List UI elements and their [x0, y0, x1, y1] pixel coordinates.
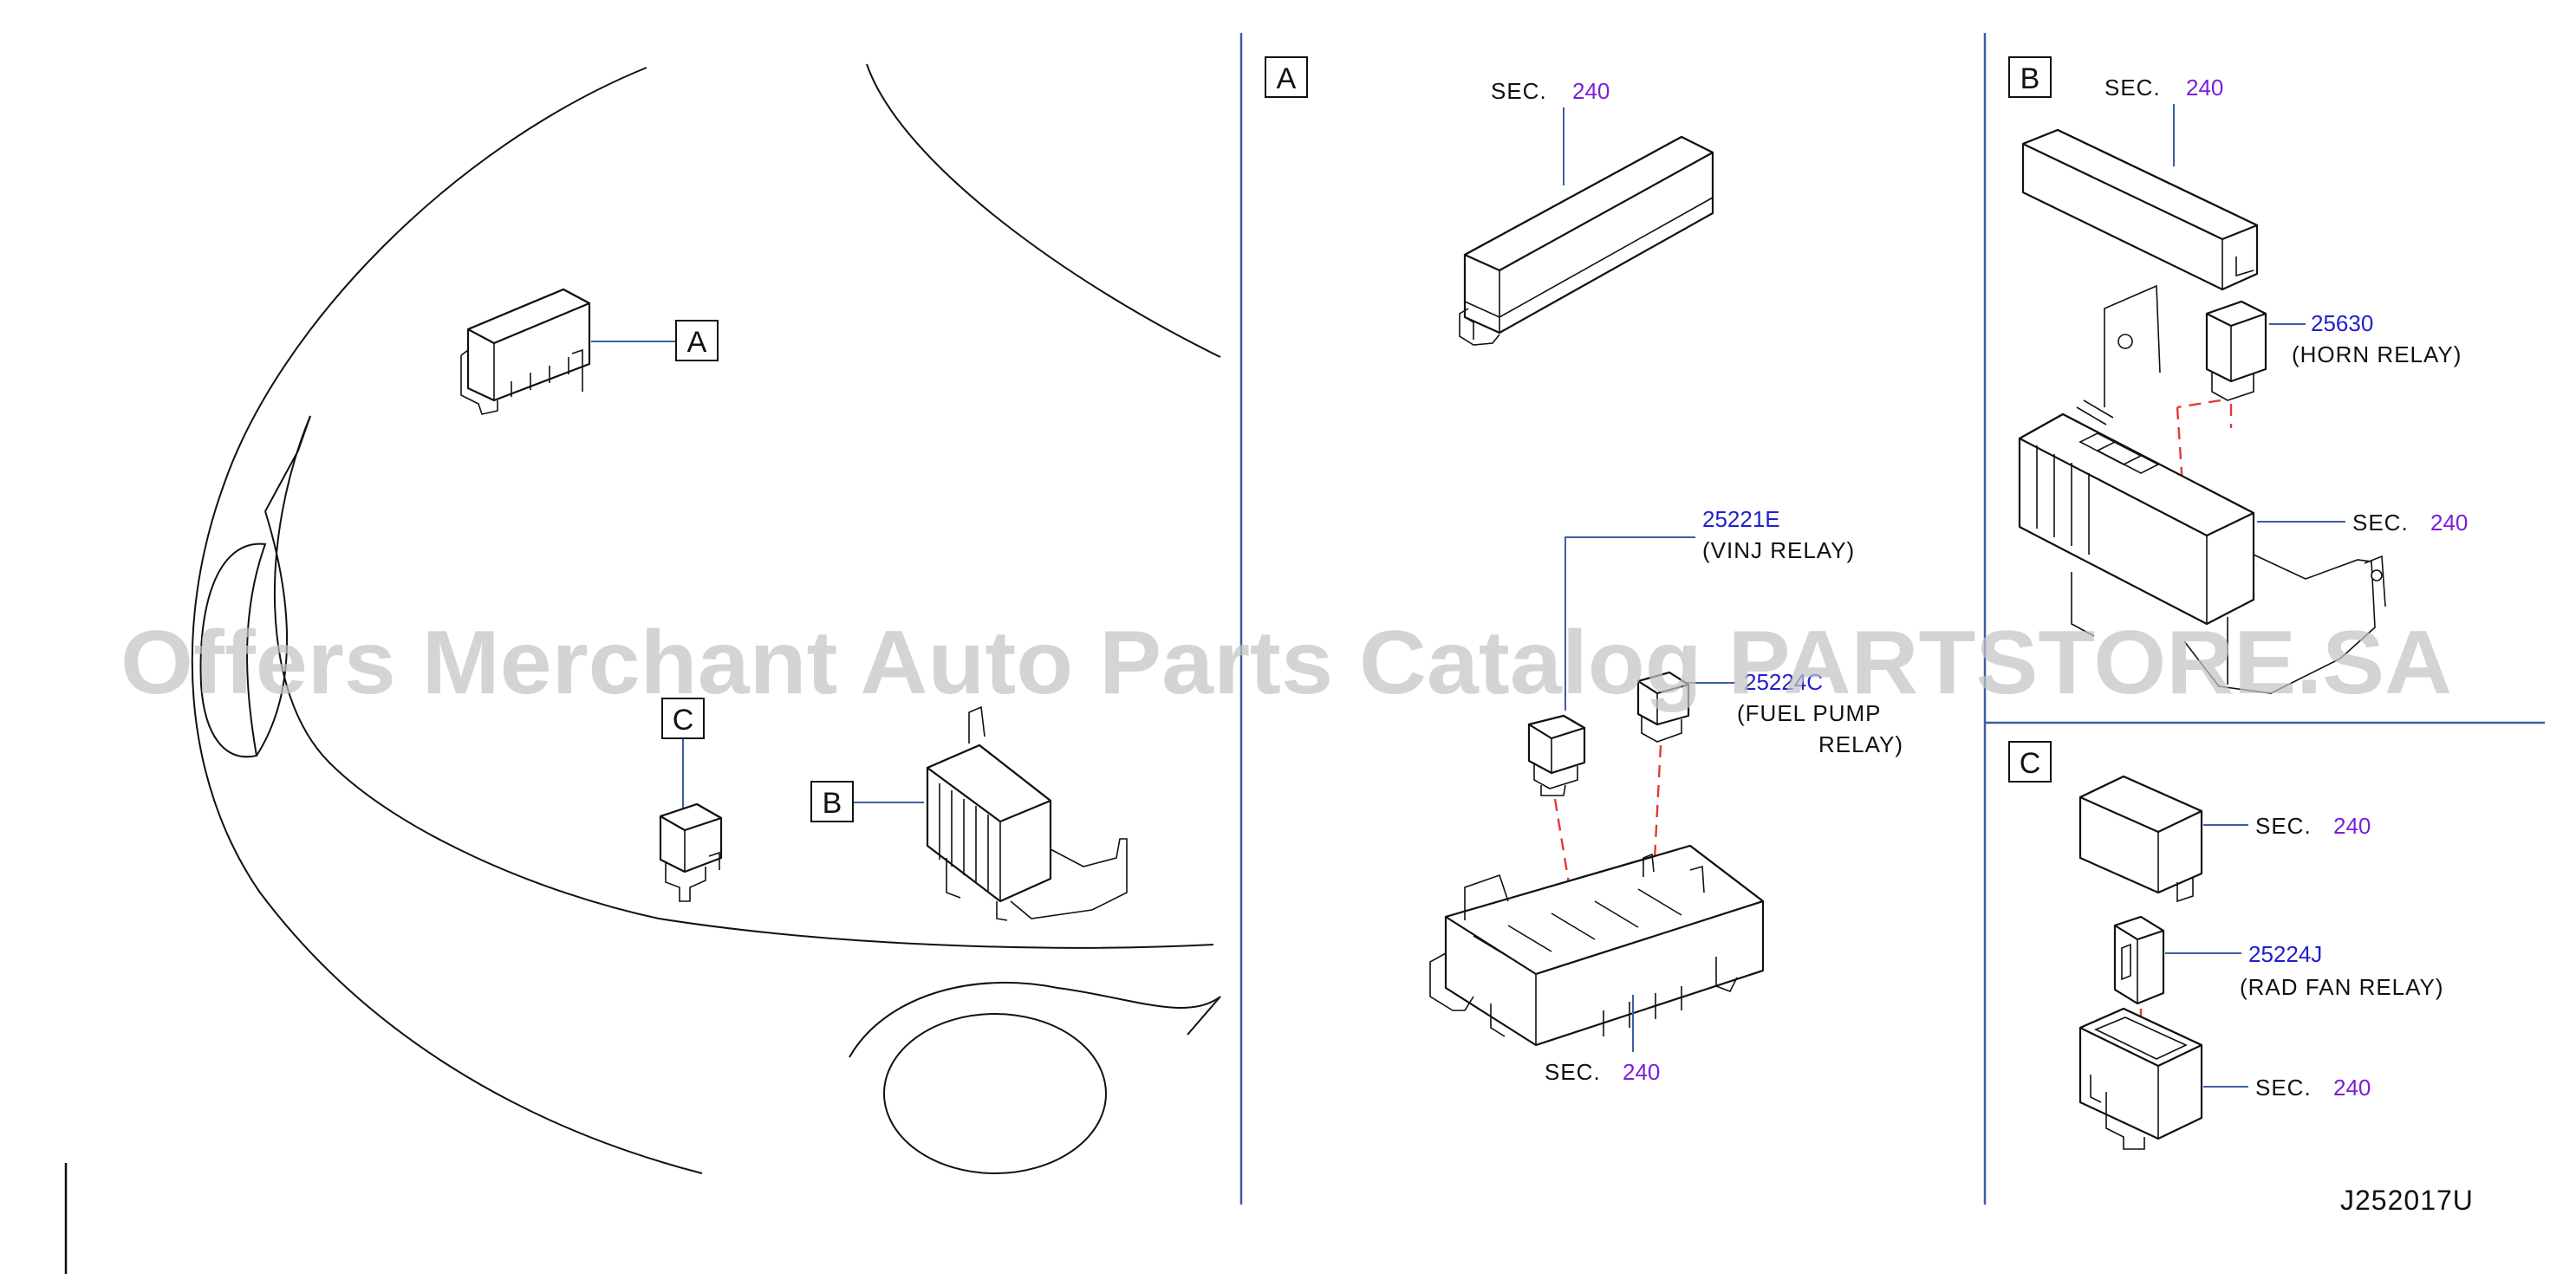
panel-b-cover — [2021, 128, 2259, 291]
panel-c-base-sec-number: 240 — [2333, 1075, 2371, 1101]
panel-a-relay2-name-line1: (FUEL PUMP — [1737, 700, 1882, 726]
panel-a-relay1-part-number: 25221E — [1702, 506, 1780, 532]
panel-a-relay2-name-line2: RELAY) — [1818, 731, 1903, 757]
panel-a-relay-1 — [1527, 714, 1586, 796]
callout-box-a: A — [675, 320, 719, 361]
panel-c-relay-part-number: 25224J — [2248, 941, 2322, 967]
callout-c-letter: C — [673, 704, 694, 737]
panel-a-relay-2 — [1636, 671, 1690, 743]
panel-a-relay2-part-number: 25224C — [1744, 669, 1823, 695]
panel-c-base-sec-label: SEC. — [2255, 1075, 2312, 1101]
panel-a-cover-sec-number: 240 — [1572, 78, 1610, 104]
overview-relay-c — [659, 738, 723, 902]
panel-c-cover — [2078, 775, 2203, 903]
panel-a-relay1-name: (VINJ RELAY) — [1702, 537, 1855, 563]
panel-b: B SEC. 240 25630 (HORN RELAY) — [2008, 56, 2468, 694]
panel-c-cover-sec-number: 240 — [2333, 813, 2371, 839]
panel-c: C SEC. 240 25224J (RAD FAN RELAY) — [2008, 741, 2444, 1150]
car-outline — [191, 63, 1221, 1174]
panel-c-tag: C — [2020, 747, 2041, 780]
drawing-code: J252017U — [2340, 1185, 2474, 1216]
panel-a-box-sec-label: SEC. — [1545, 1059, 1601, 1085]
panel-a-relay-box — [1429, 844, 1765, 1047]
panel-a-cover — [1459, 135, 1714, 346]
panel-b-relay-part-number: 25630 — [2311, 310, 2373, 336]
panel-a-cover-sec-label: SEC. — [1491, 78, 1547, 104]
panel-dividers — [64, 33, 2545, 1274]
panel-b-cover-sec-number: 240 — [2186, 75, 2223, 101]
panel-c-relay-name: (RAD FAN RELAY) — [2240, 974, 2444, 1000]
overview-fuse-box-a — [460, 288, 676, 415]
panel-b-box-sec-label: SEC. — [2352, 510, 2409, 536]
panel-b-tag: B — [2020, 62, 2040, 95]
panel-a-box-sec-number: 240 — [1623, 1059, 1660, 1085]
panel-c-relay — [2113, 915, 2165, 1005]
panel-b-cover-sec-label: SEC. — [2104, 75, 2161, 101]
panel-c-cover-sec-label: SEC. — [2255, 813, 2312, 839]
watermark-text: Offers Merchant Auto Parts Catalog PARTS… — [120, 613, 2452, 713]
callout-b-letter: B — [823, 787, 842, 820]
callout-a-letter: A — [687, 326, 707, 359]
panel-b-relay-box — [2018, 284, 2386, 694]
panel-b-relay-name: (HORN RELAY) — [2292, 341, 2462, 367]
panel-b-box-sec-number: 240 — [2430, 510, 2468, 536]
overview-fuse-box-b — [853, 705, 1128, 921]
panel-a: A SEC. 240 25221E (VINJ RELAY) 25224C (F… — [1265, 56, 1903, 1085]
panel-b-horn-relay — [2205, 300, 2267, 401]
callout-box-b: B — [810, 781, 854, 822]
panel-a-tag: A — [1277, 62, 1297, 95]
callout-box-c: C — [661, 698, 705, 739]
panel-c-base — [2078, 1007, 2203, 1150]
